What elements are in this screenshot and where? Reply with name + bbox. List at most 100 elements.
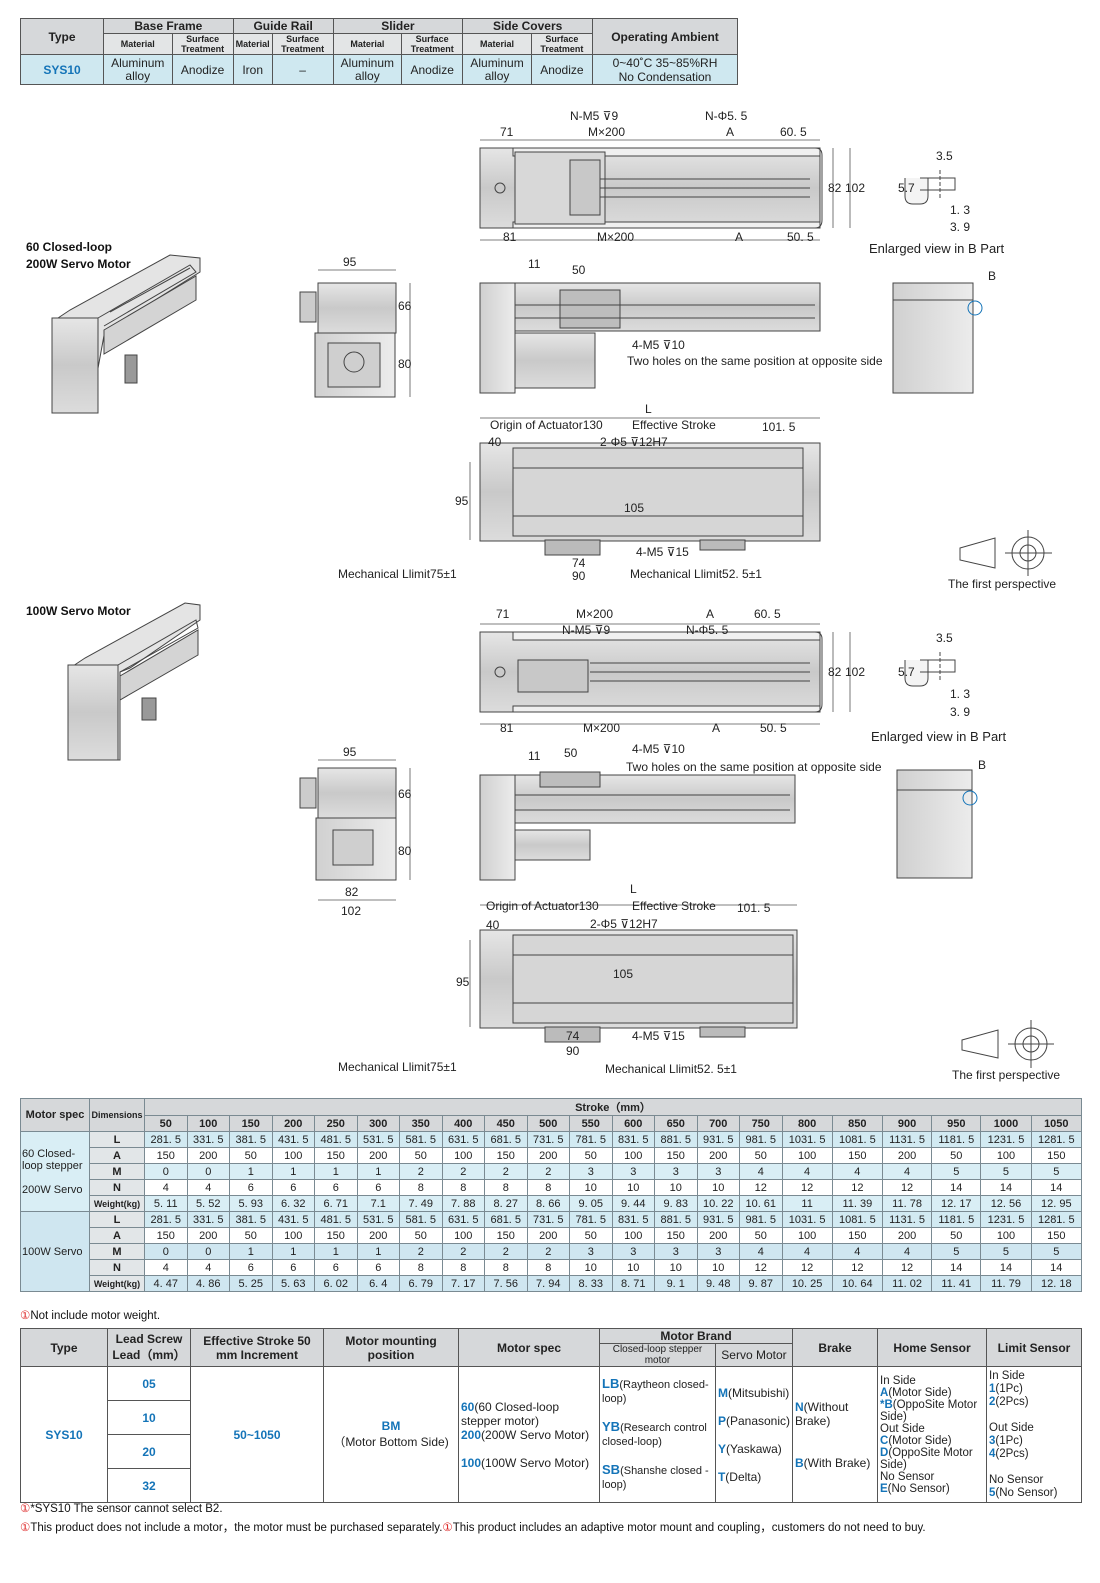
motor-100-desc: (100W Servo Motor) [481, 1455, 590, 1470]
home-no: No Sensor [880, 1470, 935, 1483]
dim-nphi-2: N-Φ5. 5 [686, 623, 729, 637]
table-cell: 3 [654, 1163, 698, 1180]
end-view-200w [299, 282, 397, 398]
table-cell: 1081. 5 [831, 1131, 883, 1148]
table-cell: 4 [186, 1179, 230, 1196]
row-key: N [89, 1179, 145, 1196]
table-cell: 4 [831, 1163, 883, 1180]
home-e-desc: (No Sensor) [887, 1482, 950, 1495]
row-key: M [89, 1163, 145, 1180]
table-cell: 12 [831, 1179, 883, 1196]
spec-bf-mat: Aluminum alloy [103, 54, 173, 85]
stroke-col: 400 [441, 1115, 485, 1132]
lim-1-code: 1 [989, 1382, 996, 1395]
table-cell: 50 [569, 1147, 613, 1164]
table-cell: 9. 1 [654, 1275, 698, 1292]
dim-81: 81 [503, 230, 517, 244]
table-cell: 2 [441, 1163, 485, 1180]
table-cell: 150 [314, 1227, 358, 1244]
table-cell: 11 [781, 1195, 833, 1212]
table-cell: 150 [1030, 1227, 1083, 1244]
home-in: In Side [880, 1374, 916, 1387]
t3-mount-code: BM [381, 1419, 401, 1433]
table-cell: 8. 71 [611, 1275, 655, 1292]
spec-bf-surf: Anodize [171, 54, 234, 85]
table-cell: 1031. 5 [781, 1131, 833, 1148]
table-cell: 100 [611, 1227, 655, 1244]
table-cell: 331. 5 [186, 1131, 230, 1148]
table-cell: 581. 5 [399, 1131, 443, 1148]
table-cell: 14 [980, 1259, 1032, 1276]
dim-95-2: 95 [343, 745, 357, 759]
dim-39: 3. 9 [950, 220, 970, 234]
table-cell: 11. 02 [881, 1275, 933, 1292]
stroke-col: 300 [356, 1115, 400, 1132]
table-cell: 6. 71 [314, 1195, 358, 1212]
label-b-2: B [978, 758, 986, 772]
home-b-desc: (OppoSite Motor Side) [880, 1398, 978, 1423]
dim-90-2: 90 [566, 1044, 580, 1058]
table-cell: 5 [980, 1243, 1032, 1260]
table-cell: 150 [1030, 1147, 1083, 1164]
t3-h-brake: Brake [792, 1328, 878, 1367]
t3-brake: N(Without Brake) B(With Brake) [792, 1366, 878, 1503]
side-view-200w [892, 282, 983, 394]
table-cell: 100 [781, 1227, 833, 1244]
table-cell: 981. 5 [739, 1131, 783, 1148]
dim-phi5-2: 2-Φ5 ⊽12H7 [590, 917, 658, 931]
table-cell: 7. 94 [526, 1275, 570, 1292]
t3-brand-servo: M(Mitsubishi) P(Panasonic) Y(Yaskawa) T(… [714, 1366, 794, 1503]
table-cell: 831. 5 [611, 1131, 655, 1148]
side-view-100w [896, 769, 978, 879]
table-cell: 8 [441, 1259, 485, 1276]
lim-2-code: 2 [989, 1395, 996, 1408]
lim-2-desc: (2Pcs) [995, 1395, 1029, 1408]
table-cell: 200 [356, 1227, 400, 1244]
table-cell: 50 [399, 1227, 443, 1244]
table-cell: 10. 22 [696, 1195, 740, 1212]
table-cell: 100 [611, 1147, 655, 1164]
label-origin-2: Origin of Actuator130 [486, 899, 599, 913]
m-code: M [717, 1385, 728, 1400]
table-cell: 1231. 5 [980, 1131, 1032, 1148]
table-cell: 10. 64 [831, 1275, 883, 1292]
lim-out: Out Side [989, 1421, 1034, 1434]
dim-95-3: 95 [456, 975, 470, 989]
home-c-desc: (Motor Side) [888, 1434, 952, 1447]
home-b-code: *B [880, 1398, 893, 1411]
table-cell: 631. 5 [441, 1211, 485, 1228]
table-cell: 9. 48 [696, 1275, 740, 1292]
table-cell: 12 [781, 1259, 833, 1276]
table-cell: 1181. 5 [931, 1131, 982, 1148]
table-cell: 5 [1030, 1243, 1083, 1260]
motor-100-code: 100 [461, 1455, 482, 1470]
table-cell: 881. 5 [654, 1131, 698, 1148]
dim-39-2: 3. 9 [950, 705, 970, 719]
spec-h-type: Type [20, 18, 104, 55]
table-cell: 50 [739, 1147, 783, 1164]
sub-surface: Surface Treatment [530, 33, 594, 55]
dim-a-b: A [735, 230, 743, 244]
spec-gr-mat: Iron [232, 54, 273, 85]
home-out: Out Side [880, 1422, 925, 1435]
table-cell: 150 [144, 1147, 188, 1164]
table-cell: 4 [881, 1163, 933, 1180]
table-cell: 731. 5 [526, 1211, 570, 1228]
table-cell: 481. 5 [314, 1131, 358, 1148]
table-cell: 6. 4 [356, 1275, 400, 1292]
t3-lead-10: 10 [107, 1400, 191, 1435]
table-cell: 12 [781, 1179, 833, 1196]
dim-102: 102 [845, 181, 865, 195]
dim-80-2: 80 [398, 844, 412, 858]
table-cell: 8 [441, 1179, 485, 1196]
table-cell: 3 [696, 1243, 740, 1260]
row-key: A [89, 1227, 145, 1244]
dim-L: L [645, 402, 652, 416]
spec-gr-surf: – [271, 54, 334, 85]
table-cell: 1231. 5 [980, 1211, 1032, 1228]
table-cell: 1281. 5 [1030, 1211, 1083, 1228]
table-cell: 7. 17 [441, 1275, 485, 1292]
